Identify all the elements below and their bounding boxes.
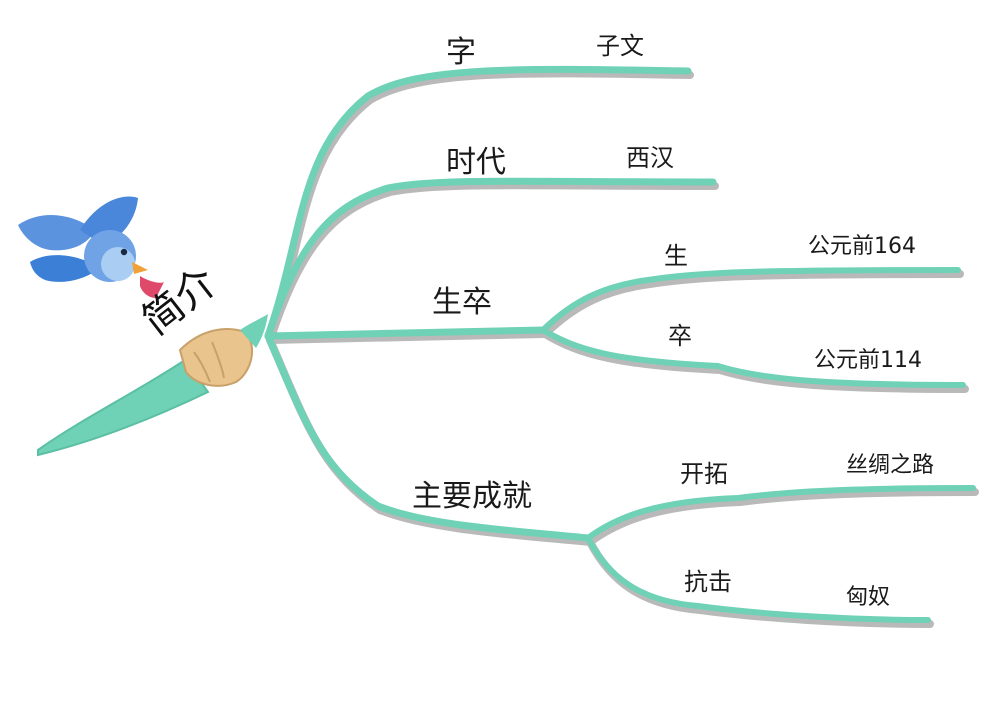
value-silk-road: 丝绸之路 <box>846 453 935 478</box>
value-death-year: 公元前114 <box>814 348 922 373</box>
topic-zhuyaochengjiu: 主要成就 <box>412 479 532 514</box>
value-xiongnu: 匈奴 <box>846 585 891 610</box>
branch-zhuyaochengjiu <box>264 332 592 542</box>
branch-zi <box>264 65 692 340</box>
branches <box>264 65 976 623</box>
topic-shengzu: 生卒 <box>432 285 492 320</box>
topic-kangji: 抗击 <box>684 568 732 596</box>
brush-icon <box>37 314 268 457</box>
branch-kangji <box>585 535 931 623</box>
branch-zu <box>540 327 966 388</box>
topic-zu: 卒 <box>668 322 692 350</box>
topic-sheng: 生 <box>664 242 688 270</box>
value-ziwen: 子文 <box>596 32 644 60</box>
value-birth-year: 公元前164 <box>808 234 916 259</box>
branch-sheng <box>540 267 961 333</box>
branch-kaituo <box>585 485 976 541</box>
branch-shidai <box>264 177 717 340</box>
value-xihan: 西汉 <box>626 144 674 172</box>
topic-shidai: 时代 <box>446 145 506 180</box>
topic-kaituo: 开拓 <box>680 460 728 488</box>
branch-shengzu <box>264 326 547 340</box>
bird-icon <box>18 196 164 298</box>
topic-zi: 字 <box>446 35 476 70</box>
